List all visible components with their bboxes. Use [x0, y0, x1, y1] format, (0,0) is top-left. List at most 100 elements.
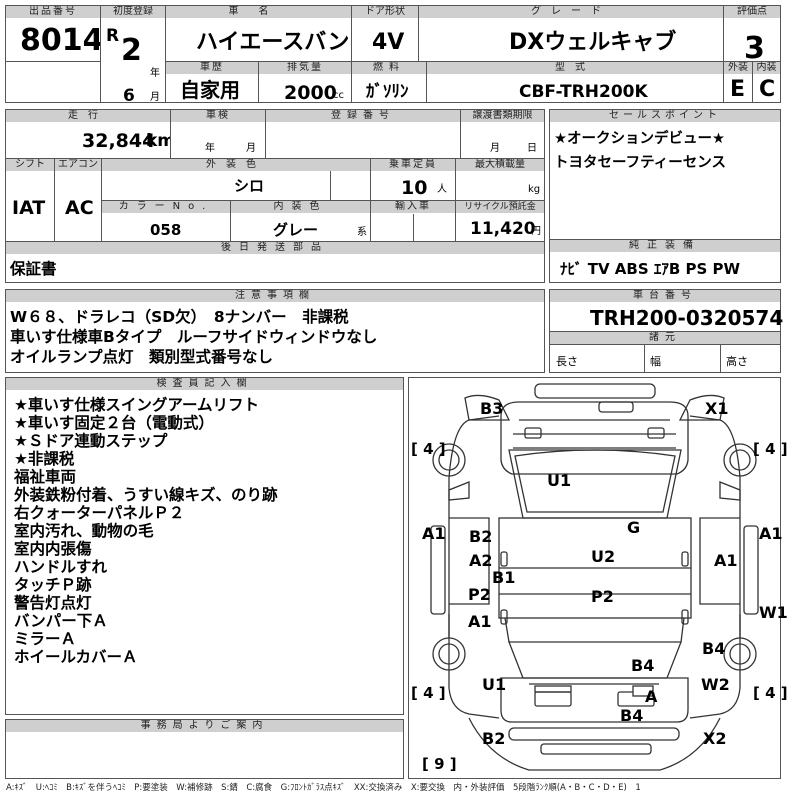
displacement-label: 排気量	[259, 62, 351, 74]
exterior-color-label: 外装色	[102, 159, 370, 171]
shift-label: シフト	[6, 159, 54, 171]
selling-point: トヨタセーフティーセンス	[554, 155, 726, 171]
office-label: 事務局よりご案内	[6, 720, 403, 732]
damage-code: A1	[714, 551, 738, 570]
length-label: 長さ	[556, 355, 578, 368]
later-parts-label: 後日発送部品	[6, 242, 544, 254]
legend: A:ｷｽﾞ U:ﾍｺﾐ B:ｷｽﾞを伴うﾍｺﾐ P:要塗装 W:補修跡 S:錆 …	[6, 783, 641, 793]
damage-code: A1	[468, 612, 492, 631]
inspector-line: タッチＰ跡	[14, 576, 92, 594]
shift-cell: シフト IAT	[5, 158, 55, 242]
recycle-deposit-label: リサイクル預託金	[456, 201, 544, 213]
notes-line: W６８、ドラレコ（SD欠） 8ナンバー 非課税	[10, 308, 349, 326]
color-number: 058	[150, 221, 182, 239]
tire-tread-front-right: [ 4 ]	[753, 440, 788, 458]
first-registration-label: 初度登録	[101, 6, 165, 18]
interior-color-label: 内装色	[231, 201, 370, 213]
model-name: ハイエースバン	[196, 30, 350, 55]
model-type-cell: 型式 CBF-TRH200K	[426, 61, 724, 103]
registration-number-label: 登録番号	[266, 110, 460, 122]
history: 自家用	[180, 78, 240, 102]
registration-year: 2	[121, 33, 142, 68]
selling-points-cell: セールスポイント ★オークションデビュー★ トヨタセーフティーセンス	[549, 109, 781, 240]
damage-code: A1	[759, 524, 783, 543]
damage-code: G	[627, 518, 641, 537]
equipment-cell: 純正装備 ﾅﾋﾞ TV ABS ｴｱB PS PW	[549, 239, 781, 283]
color-divider	[330, 171, 331, 201]
car-diagram: B3 X1 U1 G A1 B2 A2 B1 U2 A1 P2 P2 A1 A1…	[408, 377, 788, 779]
damage-code: B2	[482, 729, 506, 748]
max-load-cell: 最大積載量 kg	[455, 158, 545, 201]
color-number-label: カラーNo.	[102, 201, 230, 213]
specs-divider	[644, 344, 645, 373]
inspector-line: 外装鉄粉付着、うすい線キズ、のり跡	[14, 486, 278, 504]
damage-code: U1	[547, 471, 572, 490]
ac: AC	[65, 197, 94, 219]
exterior-score: E	[730, 77, 746, 102]
registration-number-cell: 登録番号	[265, 109, 461, 159]
notes-line: 車いす仕様車Bタイプ ルーフサイドウィンドウなし	[10, 328, 378, 346]
fuel-cell: 燃料 ｶﾞｿﾘﾝ	[351, 61, 427, 103]
grade-label: グレード	[419, 6, 723, 18]
interior-color-cell: 内装色 グレー 系	[230, 200, 371, 242]
damage-code: P2	[591, 587, 614, 606]
exterior-color: シロ	[234, 177, 265, 195]
history-cell: 車歴 自家用	[165, 61, 259, 103]
interior-score-cell: 内装 C	[752, 61, 781, 103]
inspector-line: ★非課税	[14, 450, 75, 468]
lot-blank-cell	[5, 61, 101, 103]
year-unit: 年	[150, 68, 160, 79]
car-outline	[430, 383, 759, 771]
displacement-cell: 排気量 2000 cc	[258, 61, 352, 103]
width-label: 幅	[650, 355, 661, 368]
grade-cell: グレード DXウェルキャブ	[418, 5, 724, 62]
transfer-month-unit: 月	[490, 143, 500, 154]
tire-tread-spare: [ 9 ]	[422, 755, 457, 773]
lot-number-label: 出品番号	[6, 6, 100, 18]
damage-code: X1	[705, 399, 729, 418]
later-parts-cell: 後日発送部品 保証書	[5, 241, 545, 283]
first-registration-cell: 初度登録 R 2 年 6 月	[100, 5, 166, 105]
ac-label: エアコン	[55, 159, 101, 171]
exterior-label: 外装	[724, 62, 752, 74]
door-type: 4V	[372, 30, 405, 55]
damage-code: B4	[702, 639, 726, 658]
ac-cell: エアコン AC	[54, 158, 102, 242]
inspector-line: ★車いす固定２台（電動式）	[14, 414, 214, 432]
mileage: 32,844	[82, 130, 156, 152]
equipment: ﾅﾋﾞ TV ABS ｴｱB PS PW	[560, 260, 741, 278]
model-name-cell: 車名 ハイエースバン	[165, 5, 352, 62]
damage-code: U2	[591, 547, 616, 566]
notes-cell: 注意事項欄 W６８、ドラレコ（SD欠） 8ナンバー 非課税 車いす仕様車Bタイプ…	[5, 289, 545, 373]
score-label: 評価点	[724, 6, 780, 18]
selling-point: ★オークションデビュー★	[554, 131, 725, 147]
equipment-label: 純正装備	[550, 240, 780, 252]
max-load-unit: kg	[528, 184, 541, 195]
chassis-label: 車台番号	[550, 290, 780, 302]
inspector-label: 検査員記入欄	[6, 378, 403, 390]
inspector-line: ホイールカバーＡ	[14, 648, 138, 666]
fuel: ｶﾞｿﾘﾝ	[366, 82, 409, 102]
history-label: 車歴	[166, 62, 258, 74]
exterior-score-cell: 外装 E	[723, 61, 753, 103]
capacity-unit: 人	[437, 184, 447, 195]
interior-color-suffix: 系	[357, 227, 367, 238]
inspector-line: 警告灯点灯	[14, 594, 92, 612]
damage-code: B4	[631, 656, 655, 675]
era: R	[106, 26, 120, 46]
inspector-line: 福祉車両	[14, 468, 77, 486]
capacity-label: 乗車定員	[371, 159, 455, 171]
chassis-number: TRH200-0320574	[590, 306, 784, 330]
door-label: ドア形状	[352, 6, 418, 18]
lot-number: 8014	[20, 23, 104, 58]
import-divider	[413, 214, 414, 242]
score: 3	[744, 31, 765, 66]
inspector-line: ミラーＡ	[14, 630, 77, 648]
displacement: 2000	[284, 82, 337, 104]
recycle-deposit-cell: リサイクル預託金 11,420 円	[455, 200, 545, 242]
tire-tread-rear-right: [ 4 ]	[753, 684, 788, 702]
recycle-deposit: 11,420	[470, 219, 536, 239]
chassis-cell: 車台番号 TRH200-0320574 諸元 長さ 幅 高さ	[549, 289, 784, 373]
displacement-unit: cc	[333, 90, 344, 101]
transfer-deadline-label: 譲渡書類期限	[461, 110, 544, 122]
